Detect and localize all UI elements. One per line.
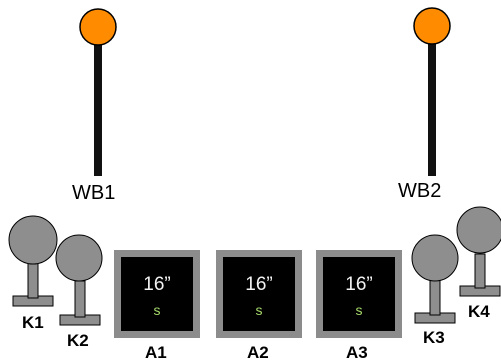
k3-label: K3	[423, 328, 445, 347]
monitor-a2-screen: 16” s	[223, 257, 295, 331]
wb1-pole	[79, 8, 117, 176]
k2-label: K2	[67, 331, 89, 350]
monitor-a2-size: 16”	[245, 274, 273, 295]
k4-label: K4	[468, 302, 490, 321]
monitor-a1-label: A1	[145, 343, 167, 362]
monitor-a1: 16” s	[114, 250, 200, 338]
monitor-a1-screen: 16” s	[121, 257, 193, 331]
monitor-a2-sub: s	[255, 302, 263, 318]
monitor-a3-sub: s	[355, 302, 363, 318]
monitor-a1-sub: s	[153, 302, 161, 318]
k2-knob-icon	[55, 234, 103, 326]
monitor-a3: 16” s	[316, 250, 402, 338]
wb2-pole	[413, 7, 451, 176]
k1-knob-icon	[8, 215, 58, 307]
k4-knob-icon	[456, 206, 501, 297]
wb1-label: WB1	[72, 182, 116, 204]
monitor-a2: 16” s	[216, 250, 302, 338]
k3-knob-icon	[411, 234, 459, 324]
monitor-a2-label: A2	[247, 343, 269, 362]
monitor-a3-label: A3	[346, 343, 368, 362]
wb2-marker-icon	[413, 7, 451, 45]
monitor-a3-size: 16”	[345, 274, 373, 295]
monitor-a1-size: 16”	[143, 274, 171, 295]
monitor-a3-screen: 16” s	[323, 257, 395, 331]
wb2-label: WB2	[398, 180, 442, 202]
k1-label: K1	[22, 313, 44, 332]
wb1-marker-icon	[79, 8, 117, 46]
